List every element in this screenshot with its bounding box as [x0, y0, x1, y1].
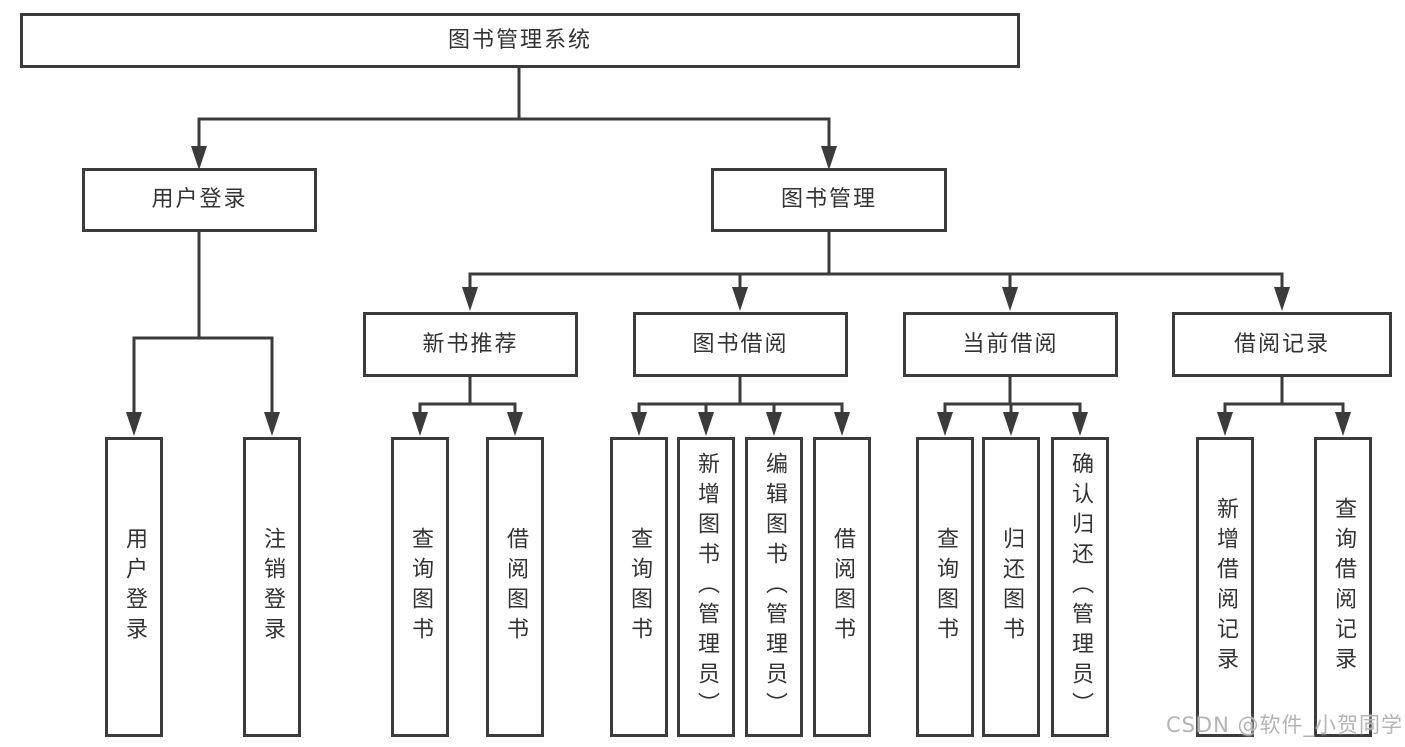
leaf-query-books-current: 查询图书: [916, 437, 974, 737]
leaf-logout: 注销登录: [243, 437, 301, 737]
node-book-borrowing: 图书借阅: [633, 312, 848, 377]
node-new-book-recommendation: 新书推荐: [363, 312, 578, 377]
node-library-management-system: 图书管理系统: [20, 13, 1020, 68]
node-book-management: 图书管理: [711, 168, 947, 232]
leaf-edit-books-admin: 编辑图书（管理员）: [745, 437, 803, 737]
leaf-confirm-return-admin: 确认归还（管理员）: [1051, 437, 1109, 737]
leaf-add-borrow-record: 新增借阅记录: [1196, 437, 1254, 737]
node-current-borrowing: 当前借阅: [903, 312, 1118, 377]
leaf-query-borrow-record: 查询借阅记录: [1314, 437, 1372, 737]
leaf-add-books-admin: 新增图书（管理员）: [677, 437, 735, 737]
node-borrowing-records: 借阅记录: [1172, 312, 1392, 377]
leaf-query-books-borrowing: 查询图书: [610, 437, 668, 737]
leaf-borrow-books-recommend: 借阅图书: [486, 437, 544, 737]
node-user-login: 用户登录: [82, 168, 317, 232]
csdn-watermark: CSDN @软件_小贺同学: [1165, 713, 1403, 737]
leaf-user-login: 用户登录: [105, 437, 163, 737]
leaf-borrow-books-borrowing: 借阅图书: [813, 437, 871, 737]
leaf-query-books-recommend: 查询图书: [391, 437, 449, 737]
leaf-return-books: 归还图书: [982, 437, 1040, 737]
